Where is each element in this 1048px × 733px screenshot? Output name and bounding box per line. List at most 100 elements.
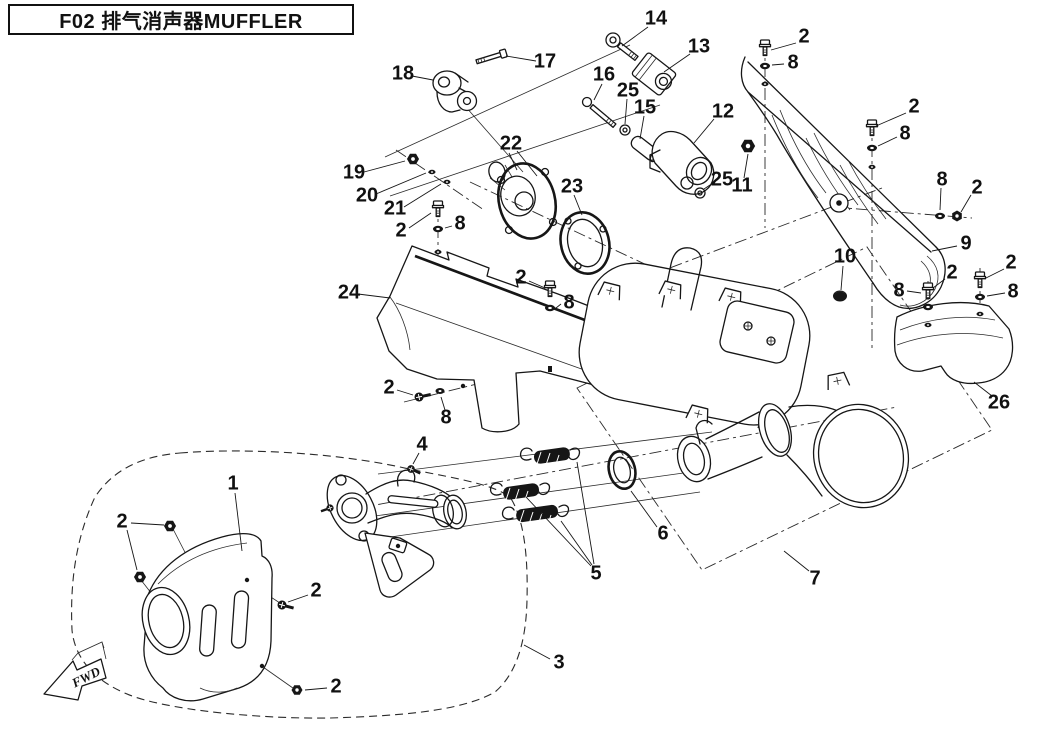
muffler-hook [661, 247, 703, 311]
part-3-assembly-outline [71, 450, 528, 719]
callout-22-12: 22 [500, 132, 522, 154]
leader-line-15-8 [639, 115, 645, 140]
leader-line-2-25 [528, 280, 546, 289]
leader-line-2-37 [126, 529, 138, 571]
leader-line-26-34 [973, 381, 993, 397]
leader-line-2-2 [770, 42, 797, 51]
leader-line-21-15 [403, 183, 442, 208]
leader-line-8-19 [939, 187, 942, 211]
callout-21-15: 21 [384, 197, 406, 219]
callout-11-18: 11 [731, 174, 752, 196]
callout-17-4: 17 [534, 50, 556, 72]
leader-line-4-35 [412, 452, 420, 465]
part-5-springs [489, 447, 581, 528]
callout-8-30: 8 [1007, 280, 1018, 302]
callout-8-28: 8 [893, 279, 904, 301]
leader-line-8-28 [906, 290, 922, 294]
callout-8-19: 8 [936, 168, 947, 190]
leader-line-20-14 [375, 172, 427, 195]
leader-line-19-13 [363, 160, 406, 173]
leader-line-24-31 [357, 293, 391, 299]
part-13-bushing [631, 52, 677, 96]
part-23-gasket [559, 211, 611, 275]
callout-10-24: 10 [834, 245, 856, 267]
callout-2-25: 2 [515, 266, 526, 288]
leader-line-8-11 [877, 136, 898, 147]
leader-line-2-22 [408, 212, 432, 229]
part-25-oring-b [694, 187, 706, 199]
part-9-heat-shield [740, 56, 946, 309]
leader-line-8-26 [555, 303, 562, 309]
callout-8-23: 8 [454, 212, 465, 234]
page-title: F02 排气消声器MUFFLER [59, 11, 303, 33]
leader-line-10-24 [840, 265, 844, 291]
callout-2-10: 2 [908, 95, 919, 117]
leader-line-2-10 [875, 112, 907, 127]
leader-line-18-5 [411, 75, 434, 81]
callout-18-5: 18 [392, 62, 414, 84]
leader-line-14-0 [621, 26, 649, 47]
fwd-arrow: FWD [43, 641, 107, 701]
leader-line-8-30 [986, 292, 1006, 297]
leader-line-9-21 [931, 245, 958, 252]
callout-2-29: 2 [1005, 251, 1016, 273]
callout-13-1: 13 [688, 35, 710, 57]
part-14-bolt [605, 32, 639, 62]
callout-12-9: 12 [712, 100, 734, 122]
leader-line-2-27 [932, 278, 946, 289]
leader-line-5-39 [576, 461, 595, 565]
callout-8-3: 8 [787, 51, 798, 73]
leader-line-5-39 [560, 520, 593, 566]
leader-line-11-18 [743, 153, 749, 179]
callout-16-6: 16 [593, 63, 615, 85]
callout-14-0: 14 [645, 7, 668, 29]
callout-2-41: 2 [310, 579, 321, 601]
leader-line-8-3 [771, 63, 785, 66]
leader-line-2-43 [304, 687, 328, 691]
callout-25-7: 25 [617, 79, 639, 101]
part-22-flange [488, 161, 558, 240]
callout-3-42: 3 [553, 651, 564, 673]
leader-line-2-37 [130, 522, 165, 526]
leader-line-16-6 [593, 83, 603, 101]
leader-line-7-40 [783, 550, 810, 572]
part-6-gasket [607, 449, 637, 491]
pipe-slot [387, 495, 439, 508]
leader-line-25-17 [703, 182, 714, 190]
leader-line-1-36 [234, 492, 243, 552]
leader-line-2-32 [396, 389, 414, 396]
leader-line-13-1 [663, 53, 691, 73]
header-pipe-assembly [319, 463, 467, 598]
fasteners [133, 39, 987, 695]
leader-line-3-42 [523, 644, 551, 660]
callout-4-35: 4 [416, 433, 428, 455]
part-12-valve [649, 130, 715, 195]
leader-line-12-9 [693, 118, 715, 144]
callout-5-39: 5 [590, 562, 601, 584]
callout-19-13: 19 [343, 161, 365, 183]
callout-24-31: 24 [338, 281, 361, 303]
leader-line-17-4 [505, 55, 537, 62]
callout-2-37: 2 [116, 510, 127, 532]
callout-20-14: 20 [356, 184, 378, 206]
callout-6-38: 6 [657, 522, 668, 544]
part-11-nut [740, 139, 756, 153]
callout-25-17: 25 [711, 168, 733, 190]
leader-line-22-12 [508, 152, 518, 171]
leader-line-8-33 [440, 396, 446, 411]
leader-line-6-38 [630, 490, 658, 528]
callout-2-43: 2 [330, 675, 341, 697]
leader-line-2-20 [960, 194, 972, 213]
callout-8-33: 8 [440, 406, 451, 428]
callout-7-40: 7 [809, 567, 820, 589]
leader-line-8-23 [444, 225, 453, 229]
muffler-body [578, 247, 910, 509]
callout-26-34: 26 [988, 391, 1010, 413]
part-18-bracket [432, 70, 478, 113]
callout-8-26: 8 [563, 291, 574, 313]
leader-line-2-41 [287, 594, 309, 603]
part-16-bolt [581, 96, 617, 128]
callout-8-11: 8 [899, 122, 910, 144]
